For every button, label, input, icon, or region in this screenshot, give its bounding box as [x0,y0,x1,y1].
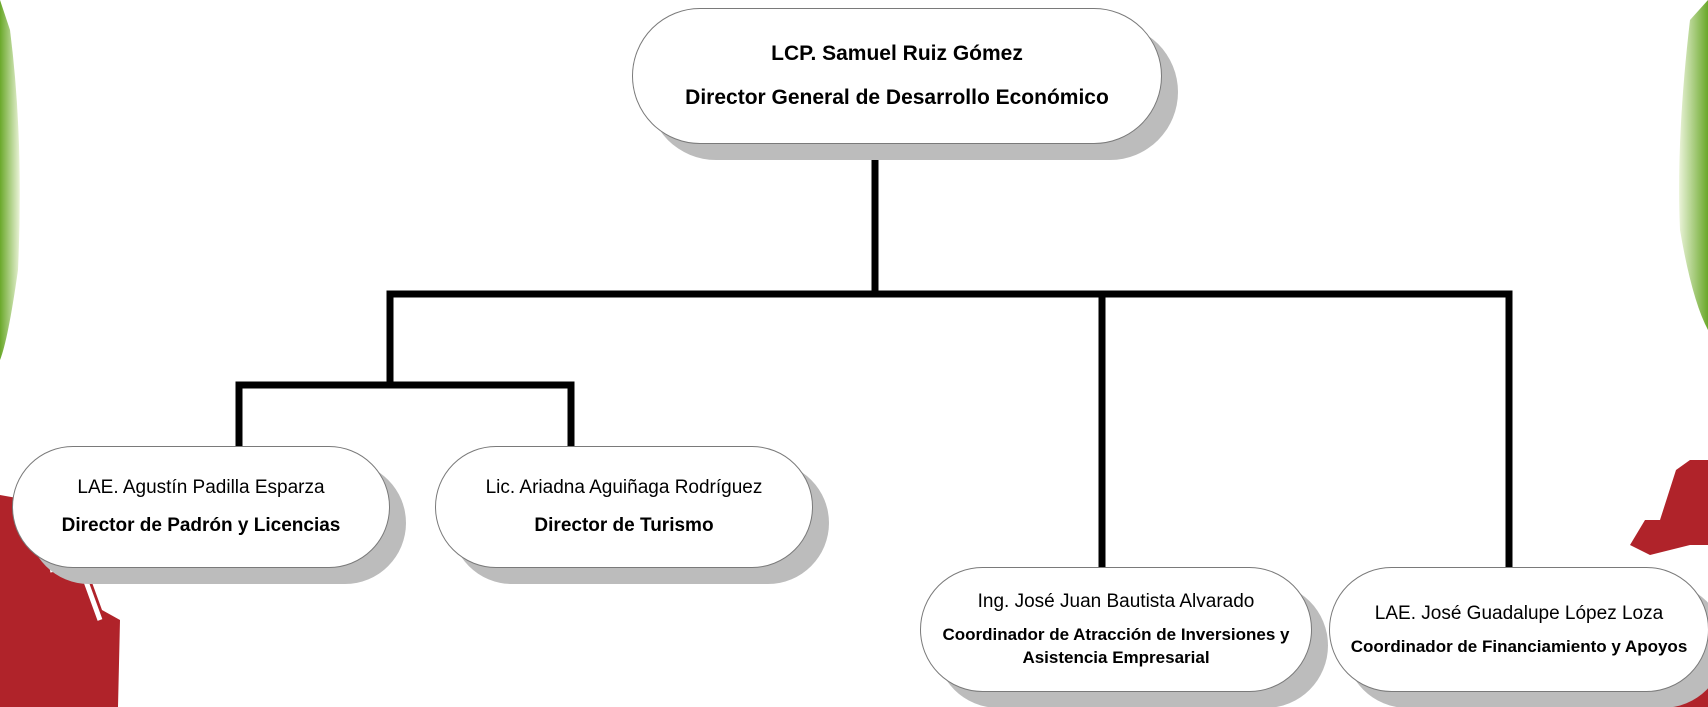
node-role: Director General de Desarrollo Económico [685,86,1109,109]
red-flame-right [1630,460,1708,555]
node-turismo: Lic. Ariadna Aguiñaga Rodríguez Director… [435,446,813,568]
node-name: LAE. José Guadalupe López Loza [1374,602,1664,624]
node-role: Coordinador de Financiamiento y Apoyos [1350,636,1688,656]
node-role: Director de Padrón y Licencias [61,515,341,536]
green-leaf-right [1679,0,1708,330]
node-director-general: LCP. Samuel Ruiz Gómez Director General … [632,8,1162,144]
node-financiamiento-apoyos: LAE. José Guadalupe López Loza Coordinad… [1329,567,1708,692]
node-atraccion-inversiones: Ing. José Juan Bautista Alvarado Coordin… [920,567,1312,692]
red-flame-right-lower [1590,680,1708,707]
node-role: Coordinador de Atracción de Inversiones … [942,625,1290,667]
node-name: LAE. Agustín Padilla Esparza [77,477,325,498]
node-padron-licencias: LAE. Agustín Padilla Esparza Director de… [12,446,390,568]
node-name: LCP. Samuel Ruiz Gómez [771,42,1023,65]
green-leaf-left [0,0,20,360]
node-role: Director de Turismo [534,515,714,536]
node-name: Ing. José Juan Bautista Alvarado [977,591,1255,612]
node-name: Lic. Ariadna Aguiñaga Rodríguez [485,477,763,498]
